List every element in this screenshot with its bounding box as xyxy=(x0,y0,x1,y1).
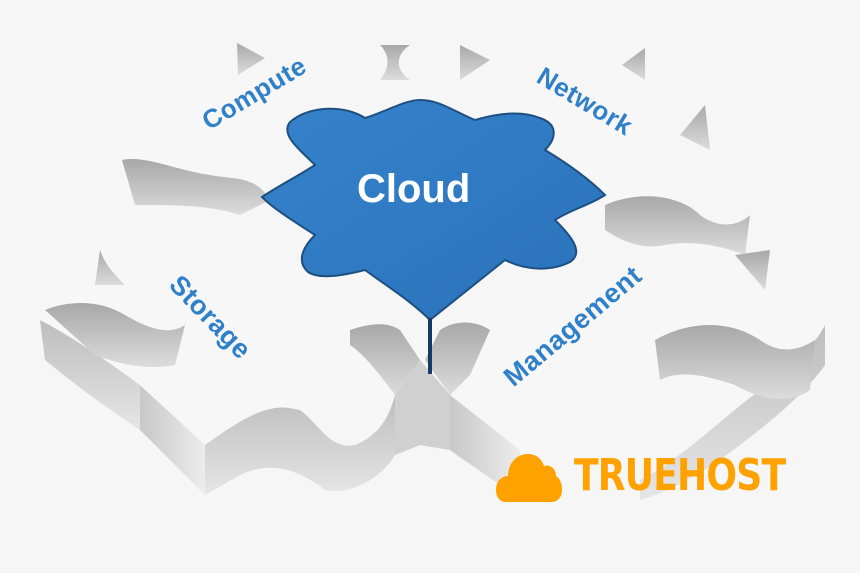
brand-name: TRUEHOST xyxy=(574,450,786,501)
center-seam xyxy=(428,318,432,374)
truehost-logo: TRUEHOST xyxy=(496,448,832,504)
puzzle-recesses xyxy=(45,43,815,400)
cloud-label: Cloud xyxy=(357,167,471,211)
puzzle-white-tops xyxy=(40,60,825,470)
puzzle-side-walls xyxy=(40,320,825,500)
cloud-icon xyxy=(496,454,562,502)
cloud-puzzle-piece xyxy=(260,98,607,322)
